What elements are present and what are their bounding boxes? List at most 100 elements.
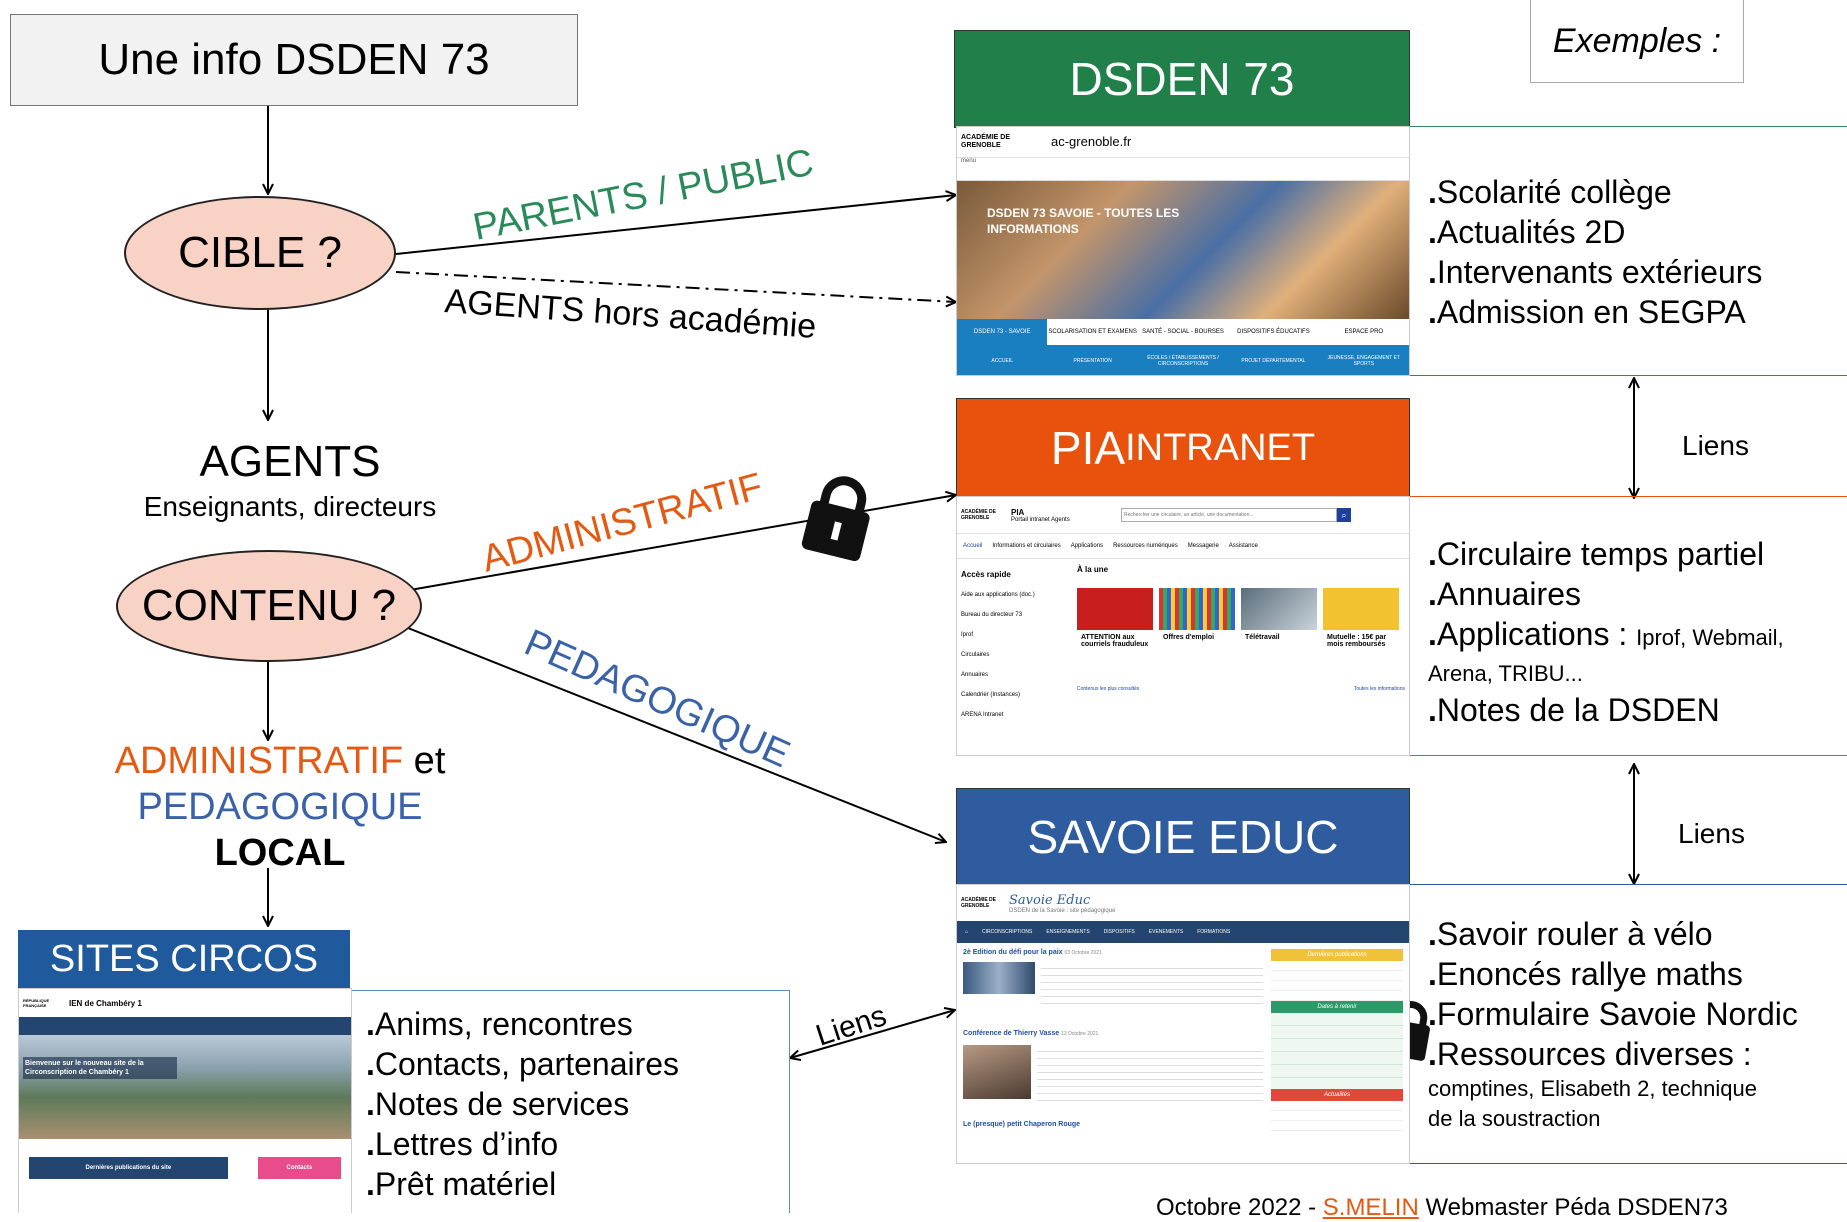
savoie-nav-2[interactable]: DISPOSITIFS [1103, 929, 1135, 935]
cible-ellipse: CIBLE ? [124, 196, 396, 310]
dsden-tab-2[interactable]: SANTÉ - SOCIAL - BOURSES [1142, 329, 1224, 335]
dsden-items: Scolarité collège Actualités 2D Interven… [1428, 172, 1763, 332]
pia-apps-small: Iprof, Webmail, [1636, 625, 1784, 650]
savoie-logo-sub: DSDEN de la Savoie : site pédagogique [1009, 907, 1116, 914]
contenu-ellipse: CONTENU ? [116, 550, 422, 662]
circos-welcome: Bienvenue sur le nouveau site de la Circ… [23, 1057, 177, 1079]
dsden-tab-3[interactable]: DISPOSITIFS ÉDUCATIFS [1237, 329, 1310, 335]
pia-item: Circulaire temps partiel [1428, 534, 1784, 574]
dsden-tab-1[interactable]: SCOLARISATION ET EXAMENS [1048, 329, 1137, 335]
pia-footer-left[interactable]: Contenus les plus consultés [1077, 686, 1140, 692]
dsden-screenshot: ACADÉMIE DE GRENOBLE ac-grenoble.fr menu… [956, 126, 1410, 376]
pia-nav-2[interactable]: Applications [1070, 543, 1104, 549]
pia-screenshot: ACADÉMIE DE GRENOBLE PIA Portail intrane… [956, 496, 1410, 756]
pia-quick-item[interactable]: Aide aux applications (doc.) [961, 592, 1035, 598]
pia-quick-item[interactable]: Circulaires [961, 652, 990, 658]
dsden-tab-4[interactable]: ESPACE PRO [1344, 329, 1384, 335]
pia-card[interactable]: ATTENTION aux courriels frauduleux [1077, 588, 1153, 652]
savoie-title: SAVOIE EDUC [1027, 811, 1339, 863]
savoie-logo: Savoie Educ [1009, 892, 1091, 908]
pia-items: Circulaire temps partiel Annuaires Appli… [1428, 534, 1784, 730]
pia-card[interactable]: Mutuelle : 15€ par mois remboursés [1323, 588, 1399, 652]
dsden-subtab-3[interactable]: PROJET DÉPARTEMENTAL [1241, 358, 1306, 364]
pia-item: Annuaires [1428, 574, 1784, 614]
pia-card[interactable]: Télétravail [1241, 588, 1317, 652]
dsden-subtab-2[interactable]: ÉCOLES / ÉTABLISSEMENTS / CIRCONSCRIPTIO… [1147, 355, 1219, 367]
dsden-tab-0[interactable]: DSDEN 73 - SAVOIE [957, 319, 1048, 345]
pia-item: Applications : Iprof, Webmail, [1428, 614, 1784, 658]
savoie-screenshot: ACADÉMIE DE GRENOBLE Savoie Educ DSDEN d… [956, 884, 1410, 1164]
arrow-liens-circos-savoie [790, 1010, 955, 1058]
pia-title-small: INTRANET [1125, 426, 1316, 469]
pia-acces: Accès rapide [961, 570, 1011, 579]
arrow-parents-public [395, 195, 956, 255]
savoie-post3-title[interactable]: Le (presque) petit Chaperon Rouge [963, 1121, 1081, 1128]
pia-quick-item[interactable]: Iprof [961, 632, 974, 638]
circos-title-box: SITES CIRCOS [18, 930, 350, 988]
pia-nav-3[interactable]: Ressources numériques [1113, 543, 1178, 549]
circos-title: SITES CIRCOS [49, 937, 319, 980]
pia-title-box: PIA INTRANET [956, 398, 1410, 498]
savoie-res-small1: comptines, Elisabeth 2, technique [1428, 1076, 1757, 1101]
pia-search-input[interactable] [1121, 508, 1337, 522]
home-icon[interactable]: ⌂ [965, 929, 969, 935]
pia-footer-right[interactable]: Toutes les informations [1353, 686, 1405, 692]
savoie-nav-3[interactable]: EVENEMENTS [1148, 929, 1184, 935]
circos-items: Anims, rencontres Contacts, partenaires … [366, 1004, 679, 1204]
savoie-post2-title[interactable]: Conférence de Thierry Vasse [963, 1030, 1060, 1037]
local-local: LOCAL [214, 832, 346, 874]
agents-node: AGENTS Enseignants, directeurs [100, 434, 480, 524]
savoie-nav-0[interactable]: CIRCONSCRIPTIONS [982, 929, 1033, 935]
pia-quick-item[interactable]: Calendrier (Instances) [961, 692, 1021, 698]
arrow-administratif [409, 495, 956, 591]
savoie-title-box: SAVOIE EDUC [956, 788, 1410, 886]
header-text: Une info DSDEN 73 [98, 35, 490, 84]
arrow-agents-hors-academie [395, 271, 956, 302]
circos-item: Lettres d’info [366, 1124, 679, 1164]
dsden-subtab-4[interactable]: JEUNESSE, ENGAGEMENT ET SPORTS [1327, 355, 1401, 367]
pia-nav-1[interactable]: Informations et circulaires [992, 543, 1061, 549]
footer-author[interactable]: S.MELIN [1322, 1194, 1419, 1221]
dsden-title-box: DSDEN 73 [954, 30, 1410, 128]
pia-nav-0[interactable]: Accueil [963, 543, 983, 549]
examples-box: Exemples : [1530, 0, 1744, 83]
savoie-item: Enoncés rallye maths [1428, 954, 1798, 994]
cible-label: CIBLE ? [178, 228, 342, 277]
footer-suffix: Webmaster Péda DSDEN73 [1418, 1194, 1728, 1221]
circos-item: Contacts, partenaires [366, 1044, 679, 1084]
edge-label-agents-hors: AGENTS hors académie [443, 282, 817, 346]
footer-prefix: Octobre 2022 - [1156, 1194, 1323, 1221]
dsden-subtab-1[interactable]: PRÉSENTATION [1073, 358, 1112, 364]
pia-quick-item[interactable]: Annuaires [961, 672, 989, 678]
pia-title-big: PIA [1050, 422, 1126, 474]
search-icon[interactable]: ⌕ [1337, 508, 1351, 522]
savoie-item: Ressources diverses : [1428, 1034, 1798, 1074]
agents-title: AGENTS [199, 437, 381, 486]
circos-last: Dernières publications du site [29, 1157, 228, 1179]
dsden-site: ac-grenoble.fr [1051, 134, 1132, 149]
edge-label-liens-circos: Liens [812, 999, 890, 1053]
pia-card[interactable]: Offres d'emploi [1159, 588, 1235, 652]
lock-icon [801, 476, 870, 562]
dsden-title: DSDEN 73 [1069, 53, 1295, 105]
savoie-item: Formulaire Savoie Nordic [1428, 994, 1798, 1034]
agents-subtitle: Enseignants, directeurs [143, 491, 437, 522]
pia-quick-item[interactable]: Bureau du directeur 73 [961, 612, 1023, 618]
savoie-post1-title[interactable]: 2è Edition du défi pour la paix [963, 949, 1063, 956]
savoie-post1-date: 03 Octobre 2021 [1064, 950, 1102, 956]
savoie-nav-1[interactable]: ENSEIGNEMENTS [1046, 929, 1090, 935]
liens-label-1: Liens [1682, 430, 1749, 461]
savoie-side-1: Dernières publications [1271, 949, 1403, 961]
pia-une: À la une [1077, 565, 1109, 574]
dsden-subtab-0[interactable]: ACCUEIL [991, 358, 1014, 364]
pia-quick-item[interactable]: ARENA Intranet [961, 712, 1004, 718]
circos-item: Prêt matériel [366, 1164, 679, 1204]
savoie-item: Savoir rouler à vélo [1428, 914, 1798, 954]
pia-nav-4[interactable]: Messagerie [1187, 543, 1219, 549]
pia-nav-5[interactable]: Assistance [1228, 543, 1258, 549]
savoie-nav-4[interactable]: FORMATIONS [1197, 929, 1231, 935]
edge-label-administratif: ADMINISTRATIF [477, 465, 767, 580]
local-peda: PEDAGOGIQUE [137, 786, 423, 828]
contenu-label: CONTENU ? [141, 581, 397, 630]
